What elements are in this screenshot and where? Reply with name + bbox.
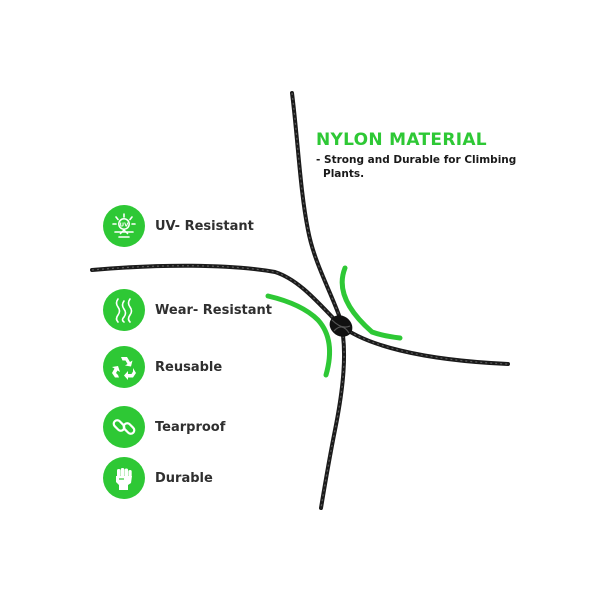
headline: NYLON MATERIAL (316, 130, 487, 150)
accent-arc-upper (339, 265, 403, 341)
feature-label: Durable (155, 470, 213, 486)
wear-lines-icon (103, 289, 145, 331)
fist-icon (103, 457, 145, 499)
feature-label: Reusable (155, 359, 223, 375)
recycle-icon (103, 346, 145, 388)
svg-text:UV: UV (120, 222, 129, 228)
feature-wear-resistant: Wear- Resistant (103, 287, 272, 333)
chain-link-icon (103, 406, 145, 448)
description-line-1: - Strong and Durable for Climbing (316, 154, 517, 166)
feature-uv-resistant: UV UV- Resistant (103, 203, 254, 249)
feature-tearproof: Tearproof (103, 404, 225, 450)
feature-durable: Durable (103, 455, 213, 501)
accent-arc-lower (265, 293, 333, 378)
feature-label: UV- Resistant (155, 218, 254, 234)
sun-uv-icon: UV (103, 205, 145, 247)
feature-label: Tearproof (155, 419, 226, 435)
description-line-2: Plants. (323, 168, 365, 180)
feature-reusable: Reusable (103, 344, 222, 390)
feature-label: Wear- Resistant (155, 302, 273, 318)
net-knot-detail (331, 319, 351, 334)
headline-description: - Strong and Durable for Climbing Plants… (316, 153, 556, 181)
